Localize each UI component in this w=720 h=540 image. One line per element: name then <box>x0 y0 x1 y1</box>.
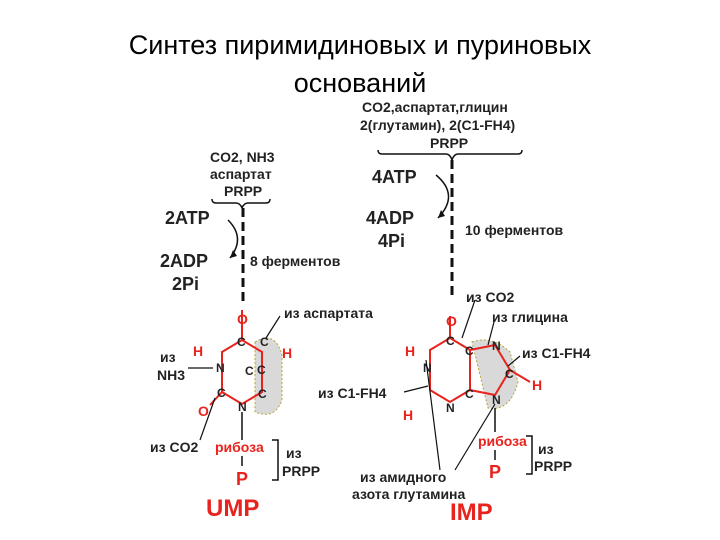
pur-atom-c-mid2: C <box>465 387 474 401</box>
pyr-atom-c-bottom: C <box>245 364 254 378</box>
pur-from-c1fh4-left: из C1-FH4 <box>318 385 387 401</box>
pyr-atom-c-tr: C <box>260 335 269 349</box>
pur-from-co2: из CO2 <box>466 289 514 305</box>
slide-title-line2: оснований <box>293 68 427 98</box>
pur-atom-h-left: H <box>405 343 415 359</box>
pur-prpp-bracket <box>526 435 533 475</box>
pur-atom-c-r: C <box>505 367 514 381</box>
pur-atom-c-mid1: C <box>465 344 474 358</box>
pur-glycine-arrow <box>487 321 495 346</box>
pyr-pi: 2Pi <box>172 274 199 294</box>
pyr-enzymes: 8 ферментов <box>250 253 341 269</box>
pyr-co2-arrow <box>199 397 216 441</box>
pur-imidazole-region <box>471 339 519 409</box>
pur-bracket <box>377 149 523 163</box>
pyr-atp: 2ATP <box>165 208 210 228</box>
pyr-ring-outline <box>221 338 263 406</box>
pur-product: IMP <box>450 499 493 526</box>
pur-atp-arrowhead <box>438 210 445 218</box>
pur-substrate-3: PRPP <box>430 135 468 151</box>
pyr-atom-n-bottom: N <box>238 400 247 414</box>
pyr-prpp-a: из <box>286 445 302 461</box>
pyr-atom-c-top: C <box>237 335 246 349</box>
pur-atom-h-r: H <box>532 377 542 393</box>
pur-substrate-1: CO2,аспартат,глицин <box>362 99 508 115</box>
pyr-adp: 2ADP <box>160 251 208 271</box>
purine-pathway: CO2,аспартат,глицин 2(глутамин), 2(C1-FH… <box>318 99 591 526</box>
pur-phosphate: P <box>489 462 501 482</box>
pur-atom-n-bottom: N <box>446 401 455 415</box>
pyr-atp-arrowhead <box>230 250 237 258</box>
pyr-atom-c-right: C <box>257 363 266 377</box>
pyr-from-nh3-a: из <box>160 349 176 365</box>
pur-c1fh4-right-arrow <box>507 355 521 367</box>
pur-ribose: рибоза <box>478 433 527 449</box>
pur-from-c1fh4-right: из C1-FH4 <box>522 345 591 361</box>
pur-pi: 4Pi <box>378 231 405 251</box>
pyr-bracket <box>211 198 271 211</box>
pyr-substrate-2: аспартат <box>210 166 272 182</box>
pur-atp-curve <box>435 174 450 219</box>
pur-adp: 4ADP <box>366 208 414 228</box>
pur-prpp-b: PRPP <box>534 458 572 474</box>
pyr-substrate-3: PRPP <box>224 183 262 199</box>
pyr-prpp-b: PRPP <box>282 463 320 479</box>
pyr-ribose: рибоза <box>215 439 264 455</box>
pyr-phosphate: P <box>236 469 248 489</box>
pur-substrate-2: 2(глутамин), 2(C1-FH4) <box>360 117 515 133</box>
pur-atom-c-top: C <box>446 334 455 348</box>
pyr-atom-o-left: O <box>198 403 209 419</box>
pyr-atom-h-right: H <box>282 345 292 361</box>
pyr-atom-n-left: N <box>216 361 225 375</box>
pyr-atom-o-top: O <box>237 311 248 327</box>
pyr-co-bond2 <box>209 391 223 406</box>
pur-ring5-outline <box>469 343 512 397</box>
pyr-ring <box>209 310 263 406</box>
pur-ring <box>429 316 531 404</box>
pur-atom-o-top: O <box>446 313 457 329</box>
pyr-product: UMP <box>206 495 259 522</box>
pur-prpp-a: из <box>538 441 554 457</box>
pyr-from-aspartate: из аспартата <box>284 305 373 321</box>
pur-co2-arrow <box>461 299 476 339</box>
pyr-atom-c-left: C <box>217 386 226 400</box>
pur-from-glycine: из глицина <box>492 309 568 325</box>
pur-from-amide2: азота глутамина <box>352 486 466 502</box>
pyrimidine-pathway: CO2, NH3 аспартат PRPP 2ATP 2ADP 2Pi 8 ф… <box>150 149 373 522</box>
pur-enzymes: 10 ферментов <box>465 222 564 238</box>
pyr-from-nh3-b: NH3 <box>157 367 185 383</box>
pyr-substrate-1: CO2, NH3 <box>210 149 275 165</box>
pur-amide-arrow2 <box>454 403 496 471</box>
pyr-aspartate-arrow <box>265 315 281 339</box>
pyr-prpp-bracket <box>272 439 279 481</box>
pur-atom-h-bottom: H <box>403 407 413 423</box>
pur-atom-n-r1: N <box>492 339 501 353</box>
pyr-from-co2: из CO2 <box>150 439 198 455</box>
pur-atom-n-r2: N <box>492 393 501 407</box>
slide-title-line1: Синтез пиримидиновых и пуриновых <box>128 30 592 60</box>
pur-from-amide: из амидного <box>360 469 446 485</box>
pyr-atom-h-left: H <box>193 343 203 359</box>
pur-ch-bond <box>509 369 531 383</box>
pur-atp: 4ATP <box>372 167 417 187</box>
pyr-atom-c-br: C <box>258 387 267 401</box>
pur-amide-arrow1 <box>425 359 441 471</box>
pur-c1fh4-left-arrow <box>403 385 429 393</box>
